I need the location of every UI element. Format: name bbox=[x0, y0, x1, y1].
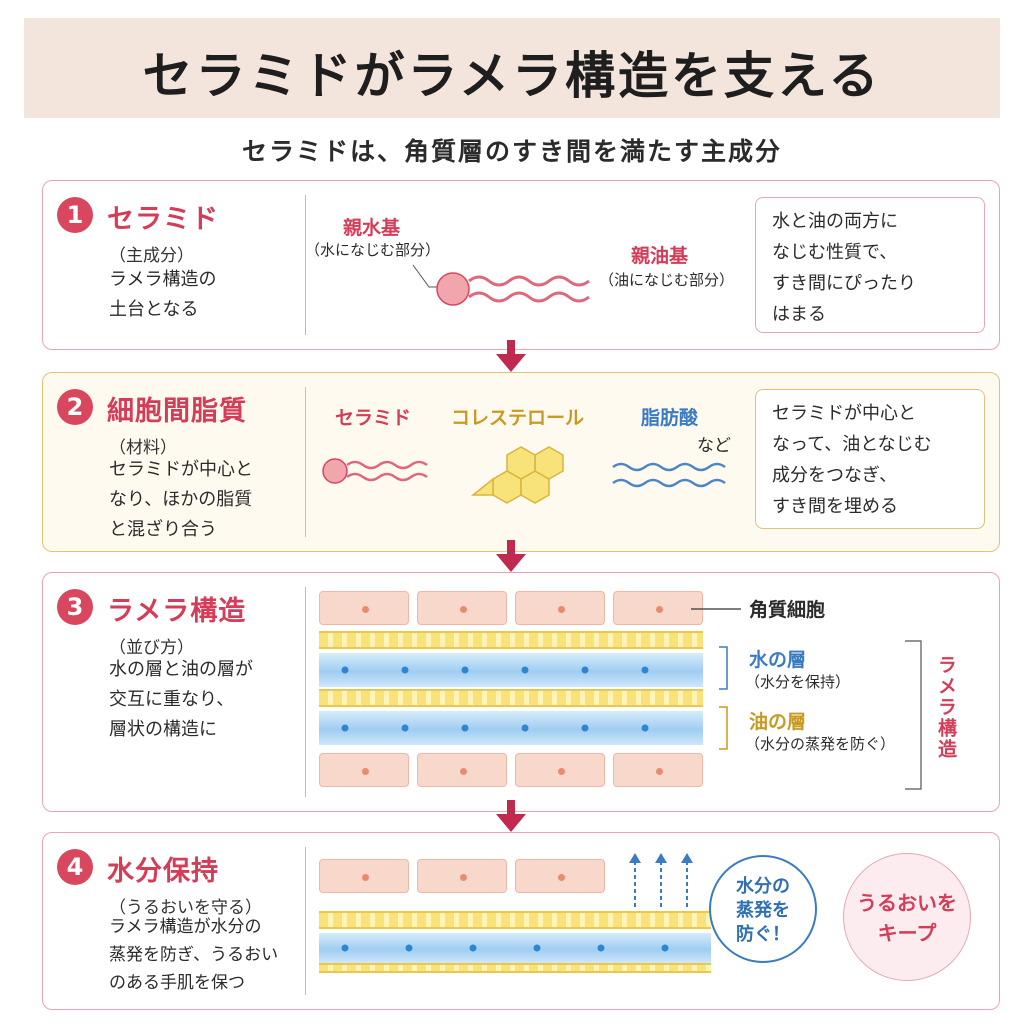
corneocyte-cell bbox=[319, 591, 409, 625]
ceramide-molecule-icon bbox=[412, 264, 590, 306]
water-layer-band bbox=[319, 653, 703, 687]
section-divider bbox=[305, 587, 306, 797]
section-divider bbox=[305, 195, 306, 335]
section-moisture-retention: 4 水分保持 （うるおいを守る） ラメラ構造が水分の 蒸発を防ぎ、うるおい のあ… bbox=[42, 832, 1000, 1010]
corneocyte-label: 角質細胞 bbox=[749, 599, 826, 621]
ceramide-note: 水と油の両方に なじむ性質で、 すき間にぴったり はまる bbox=[755, 197, 985, 333]
prevent-evaporation-badge: 水分の 蒸発を 防ぐ！ bbox=[709, 855, 817, 963]
evaporation-arrows-icon bbox=[629, 853, 693, 907]
oil-layer-band bbox=[319, 631, 703, 649]
keep-moisture-badge: うるおいを キープ bbox=[843, 853, 971, 981]
water-molecule-icon bbox=[341, 944, 669, 952]
corneocyte-cell bbox=[417, 591, 507, 625]
corneocyte-cell bbox=[319, 859, 409, 893]
lipophilic-note: （油になじむ部分） bbox=[599, 271, 735, 289]
section-heading: 細胞間脂質 bbox=[107, 396, 247, 427]
title-band: セラミドがラメラ構造を支える bbox=[24, 18, 1000, 118]
section-divider bbox=[305, 387, 306, 537]
lipids-note: セラミドが中心と なって、油となじむ 成分をつなぎ、 すき間を埋める bbox=[755, 389, 985, 529]
section-subheading: （主成分） bbox=[109, 246, 194, 266]
corneocyte-cell bbox=[417, 859, 507, 893]
section-divider bbox=[305, 847, 306, 995]
corneocyte-cell bbox=[515, 591, 605, 625]
corneocyte-cell bbox=[613, 753, 703, 787]
fatty-acid-label: 脂肪酸 bbox=[641, 407, 699, 429]
step-number-1: 1 bbox=[57, 197, 93, 233]
section-description: ラメラ構造の 土台となる bbox=[109, 269, 217, 320]
section-description: セラミドが中心と なり、ほかの脂質 と混ざり合う bbox=[109, 459, 253, 540]
fatty-acid-icon bbox=[612, 462, 726, 488]
section-subheading: （並び方） bbox=[109, 638, 194, 658]
arrow-down-icon bbox=[496, 340, 526, 372]
arrow-down-icon bbox=[496, 800, 526, 832]
hydrophilic-note: （水になじむ部分） bbox=[305, 241, 441, 259]
step-number-4: 4 bbox=[57, 849, 93, 885]
oil-layer-label: 油の層 bbox=[749, 711, 807, 733]
water-layer-note: （水分を保持） bbox=[745, 673, 851, 691]
section-description: ラメラ構造が水分の 蒸発を防ぎ、うるおい のある手肌を保つ bbox=[109, 917, 279, 993]
water-layer-label: 水の層 bbox=[749, 649, 807, 671]
oil-layer-band bbox=[319, 911, 711, 929]
section-heading: 水分保持 bbox=[107, 856, 219, 887]
ceramide-small-icon bbox=[322, 458, 428, 484]
water-molecule-icon bbox=[341, 724, 649, 732]
oil-layer-band bbox=[319, 689, 703, 707]
oil-layer-note: （水分の蒸発を防ぐ） bbox=[745, 735, 896, 753]
corneocyte-cell bbox=[613, 591, 703, 625]
section-ceramide: 1 セラミド （主成分） ラメラ構造の 土台となる 親水基 （水になじむ部分） … bbox=[42, 180, 1000, 350]
cholesterol-label: コレステロール bbox=[451, 407, 585, 429]
etc-label: など bbox=[697, 436, 731, 456]
section-description: 水の層と油の層が 交互に重なり、 層状の構造に bbox=[109, 659, 253, 740]
oil-layer-band bbox=[319, 963, 711, 973]
lipophilic-label: 親油基 bbox=[631, 245, 689, 267]
section-heading: セラミド bbox=[107, 204, 219, 235]
cholesterol-icon bbox=[470, 446, 564, 504]
page-subtitle: セラミドは、角質層のすき間を満たす主成分 bbox=[241, 137, 782, 166]
lamella-vertical-label: ラメラ構造 bbox=[935, 655, 957, 760]
ceramide-label: セラミド bbox=[335, 407, 412, 429]
section-subheading: （材料） bbox=[109, 438, 177, 458]
corneocyte-cell bbox=[515, 753, 605, 787]
lamella-bracket-lines bbox=[691, 608, 922, 790]
corneocyte-cell bbox=[417, 753, 507, 787]
section-heading: ラメラ構造 bbox=[107, 596, 247, 627]
corneocyte-cell bbox=[515, 859, 605, 893]
section-subheading: （うるおいを守る） bbox=[109, 898, 262, 918]
arrow-down-icon bbox=[496, 540, 526, 572]
water-molecule-icon bbox=[341, 666, 649, 674]
step-number-3: 3 bbox=[57, 589, 93, 625]
water-layer-band bbox=[319, 711, 703, 745]
water-layer-band bbox=[319, 933, 711, 963]
section-intercellular-lipids: 2 細胞間脂質 （材料） セラミドが中心と なり、ほかの脂質 と混ざり合う セラ… bbox=[42, 372, 1000, 552]
section-lamellar-structure: 3 ラメラ構造 （並び方） 水の層と油の層が 交互に重なり、 層状の構造に 角質… bbox=[42, 572, 1000, 812]
hydrophilic-label: 親水基 bbox=[343, 217, 401, 239]
page-title: セラミドがラメラ構造を支える bbox=[142, 46, 882, 105]
step-number-2: 2 bbox=[57, 389, 93, 425]
corneocyte-cell bbox=[319, 753, 409, 787]
